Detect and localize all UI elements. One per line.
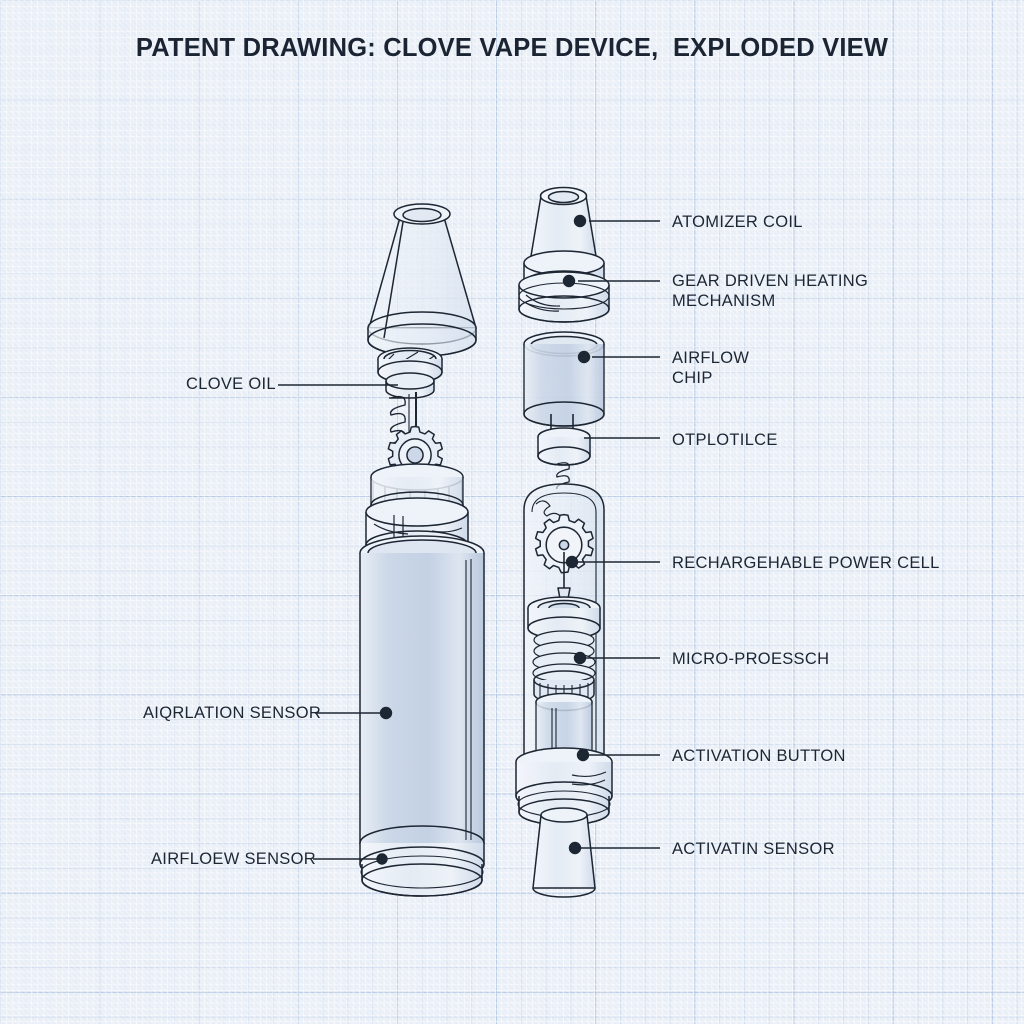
label-gear-driven-heating-mechanism: GEAR DRIVEN HEATING MECHANISM xyxy=(672,272,869,310)
label-aiqrlation-sensor: AIQRLATION SENSOR xyxy=(143,704,322,722)
label-clove-oil: CLOVE OIL xyxy=(186,375,276,393)
part-battery-body xyxy=(359,535,485,897)
part-contact-disc xyxy=(537,427,591,490)
part-heating-collar xyxy=(518,250,610,323)
page-title: PATENT DRAWING: CLOVE VAPE DEVICE, EXPLO… xyxy=(135,34,889,62)
label-rechargehable-power-cell: RECHARGEHABLE POWER CELL xyxy=(672,554,940,572)
label-activatin-sensor: ACTIVATIN SENSOR xyxy=(672,840,835,858)
part-spur-gear xyxy=(387,425,444,482)
label-airfloew-sensor: AIRFLOEW SENSOR xyxy=(151,850,316,868)
part-drive-gear xyxy=(534,513,594,574)
part-knurled-cap-disc xyxy=(377,347,443,399)
label-atomizer-coil: ATOMIZER COIL xyxy=(672,213,803,231)
label-activation-button: ACTIVATION BUTTON xyxy=(672,747,846,765)
label-otplotilce: OTPLOTILCE xyxy=(672,431,778,449)
part-conical-mouthpiece xyxy=(367,203,477,357)
label-micro-proessch: MICRO-PROESSCH xyxy=(672,650,830,668)
leader-lines xyxy=(278,214,660,865)
part-coil-stack xyxy=(527,596,601,704)
part-sensor-nozzle xyxy=(532,807,596,898)
part-airflow-chip xyxy=(523,331,605,435)
part-atomizer-tip xyxy=(529,186,598,273)
part-bracket-housing xyxy=(365,463,469,560)
label-airflow-chip: AIRFLOW CHIP xyxy=(672,349,750,387)
